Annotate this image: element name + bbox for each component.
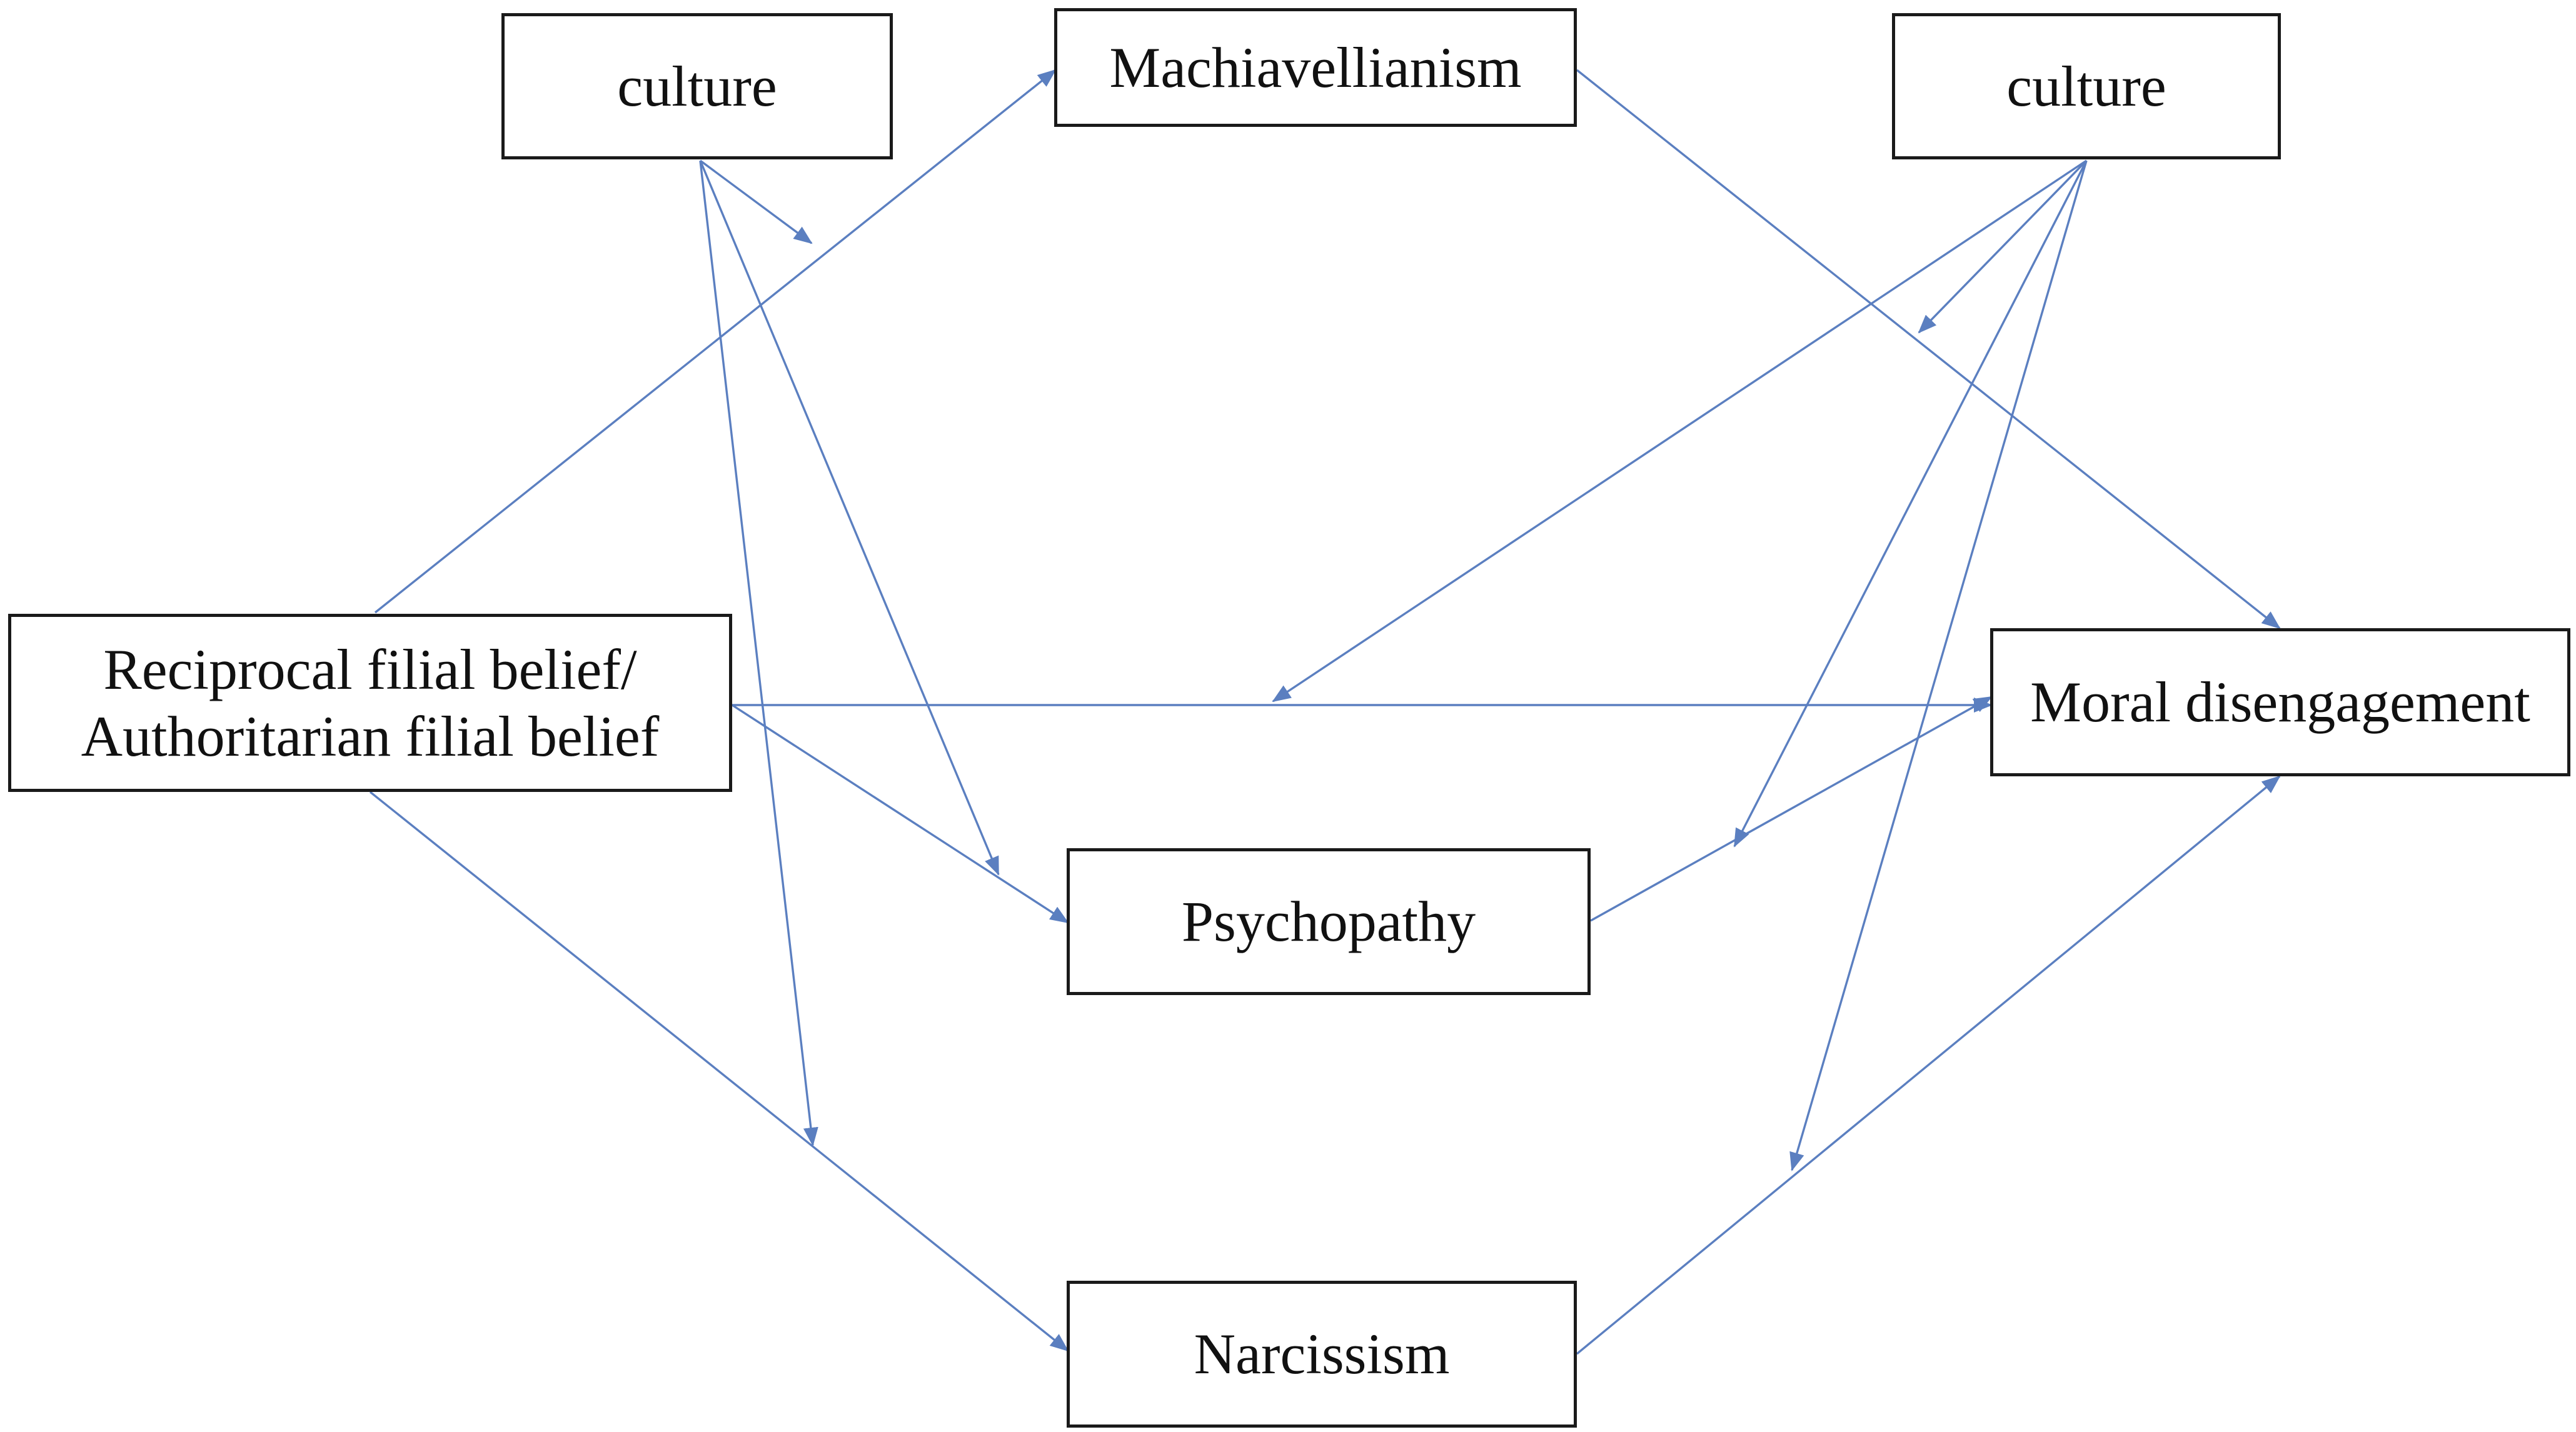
arrow-narcissism-to-moral-disengagement: [1576, 775, 2281, 1355]
culture-left-node: culture: [501, 13, 893, 159]
arrow-culture-left-to-mach-path: [699, 159, 813, 244]
filial-belief-node: Reciprocal filial belief/ Authoritarian …: [8, 614, 732, 792]
machiavellianism-label: Machiavellianism: [1109, 35, 1522, 99]
arrow-psychopathy-to-moral-disengagement: [1590, 696, 1993, 922]
arrow-filial-to-narcissism: [369, 791, 1069, 1352]
arrow-culture-left-to-psychopathy-path: [699, 160, 1000, 876]
arrow-culture-left-to-narcissism-path: [699, 160, 818, 1146]
arrow-filial-to-psychopathy: [732, 704, 1069, 924]
culture-left-label: culture: [617, 54, 777, 118]
arrow-culture-right-to-mach-path: [1918, 159, 2088, 334]
culture-right-node: culture: [1892, 13, 2281, 159]
arrow-filial-to-machiavellianism: [374, 69, 1057, 614]
arrow-culture-right-to-narcissism-path: [1789, 160, 2088, 1171]
culture-right-label: culture: [2006, 54, 2166, 118]
psychopathy-node: Psychopathy: [1067, 848, 1591, 995]
moral-disengagement-label: Moral disengagement: [2030, 670, 2530, 734]
arrow-culture-right-to-psychopathy-path: [1733, 160, 2088, 848]
moral-disengagement-node: Moral disengagement: [1990, 628, 2570, 776]
arrow-culture-right-to-direct-path: [1272, 159, 2087, 703]
narcissism-label: Narcissism: [1194, 1322, 1450, 1386]
filial-belief-label-line1: Reciprocal filial belief/: [103, 637, 637, 701]
machiavellianism-node: Machiavellianism: [1054, 8, 1577, 127]
arrow-machiavellianism-to-moral-disengagement: [1576, 69, 2281, 629]
filial-belief-label-line2: Authoritarian filial belief: [81, 704, 660, 768]
psychopathy-label: Psychopathy: [1181, 889, 1476, 954]
narcissism-node: Narcissism: [1067, 1281, 1577, 1428]
